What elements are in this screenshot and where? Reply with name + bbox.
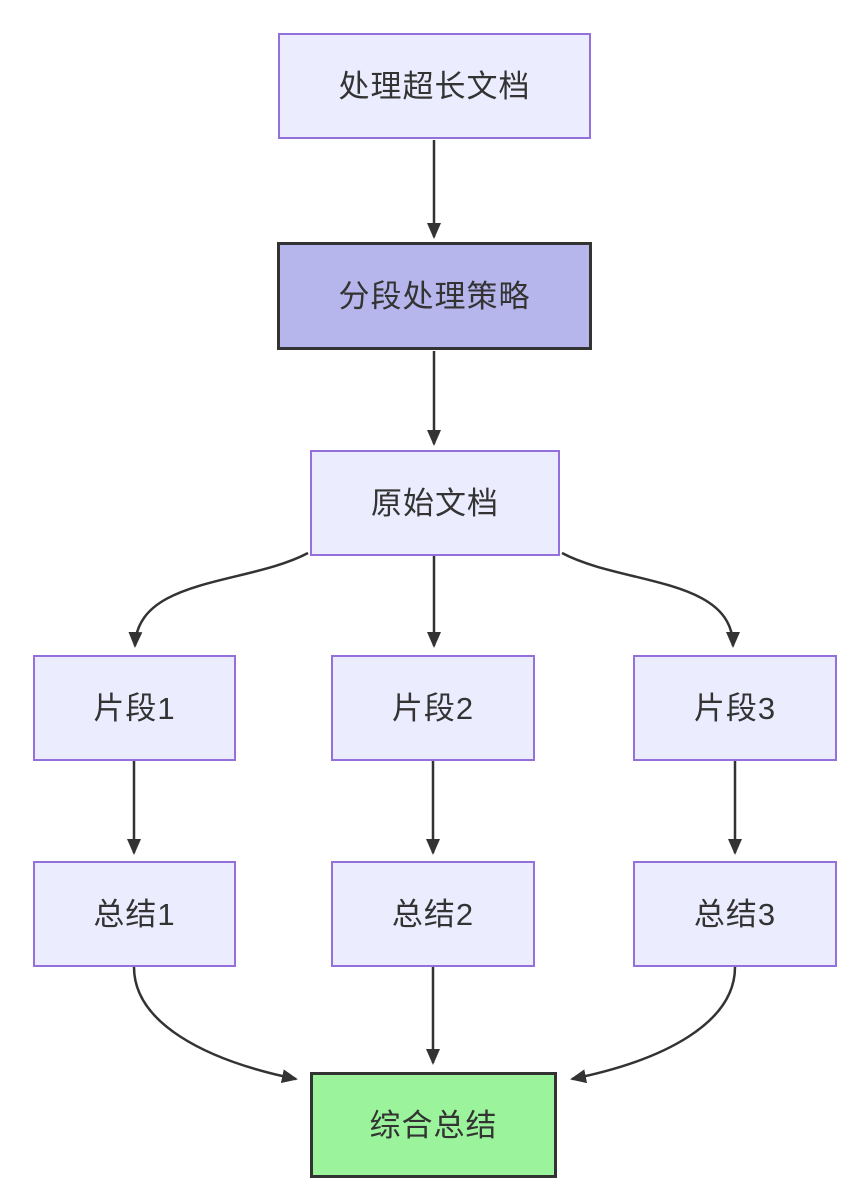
- node-segmentation-strategy: 分段处理策略: [277, 242, 592, 350]
- node-label: 原始文档: [371, 485, 499, 521]
- node-fragment-3: 片段3: [633, 655, 837, 761]
- node-label: 总结1: [93, 896, 176, 932]
- edge-original-to-fragment-3: [561, 551, 740, 648]
- node-original-document: 原始文档: [310, 450, 560, 556]
- node-label: 片段3: [693, 690, 777, 726]
- node-label: 片段1: [93, 690, 176, 726]
- node-label: 总结2: [391, 896, 475, 932]
- node-label: 处理超长文档: [338, 68, 531, 104]
- node-fragment-2: 片段2: [331, 655, 535, 761]
- node-label: 分段处理策略: [338, 278, 531, 314]
- node-process-long-document: 处理超长文档: [278, 33, 591, 139]
- node-label: 总结3: [693, 896, 777, 932]
- node-final-summary: 综合总结: [310, 1072, 557, 1178]
- edge-summary-1-to-final: [132, 966, 298, 1084]
- node-fragment-1: 片段1: [33, 655, 236, 761]
- node-label: 综合总结: [369, 1107, 498, 1143]
- node-summary-2: 总结2: [331, 861, 535, 967]
- node-summary-3: 总结3: [633, 861, 837, 967]
- node-summary-1: 总结1: [33, 861, 236, 967]
- edge-original-to-fragment-1: [128, 551, 309, 648]
- edge-summary-3-to-final: [570, 966, 737, 1084]
- node-label: 片段2: [391, 690, 475, 726]
